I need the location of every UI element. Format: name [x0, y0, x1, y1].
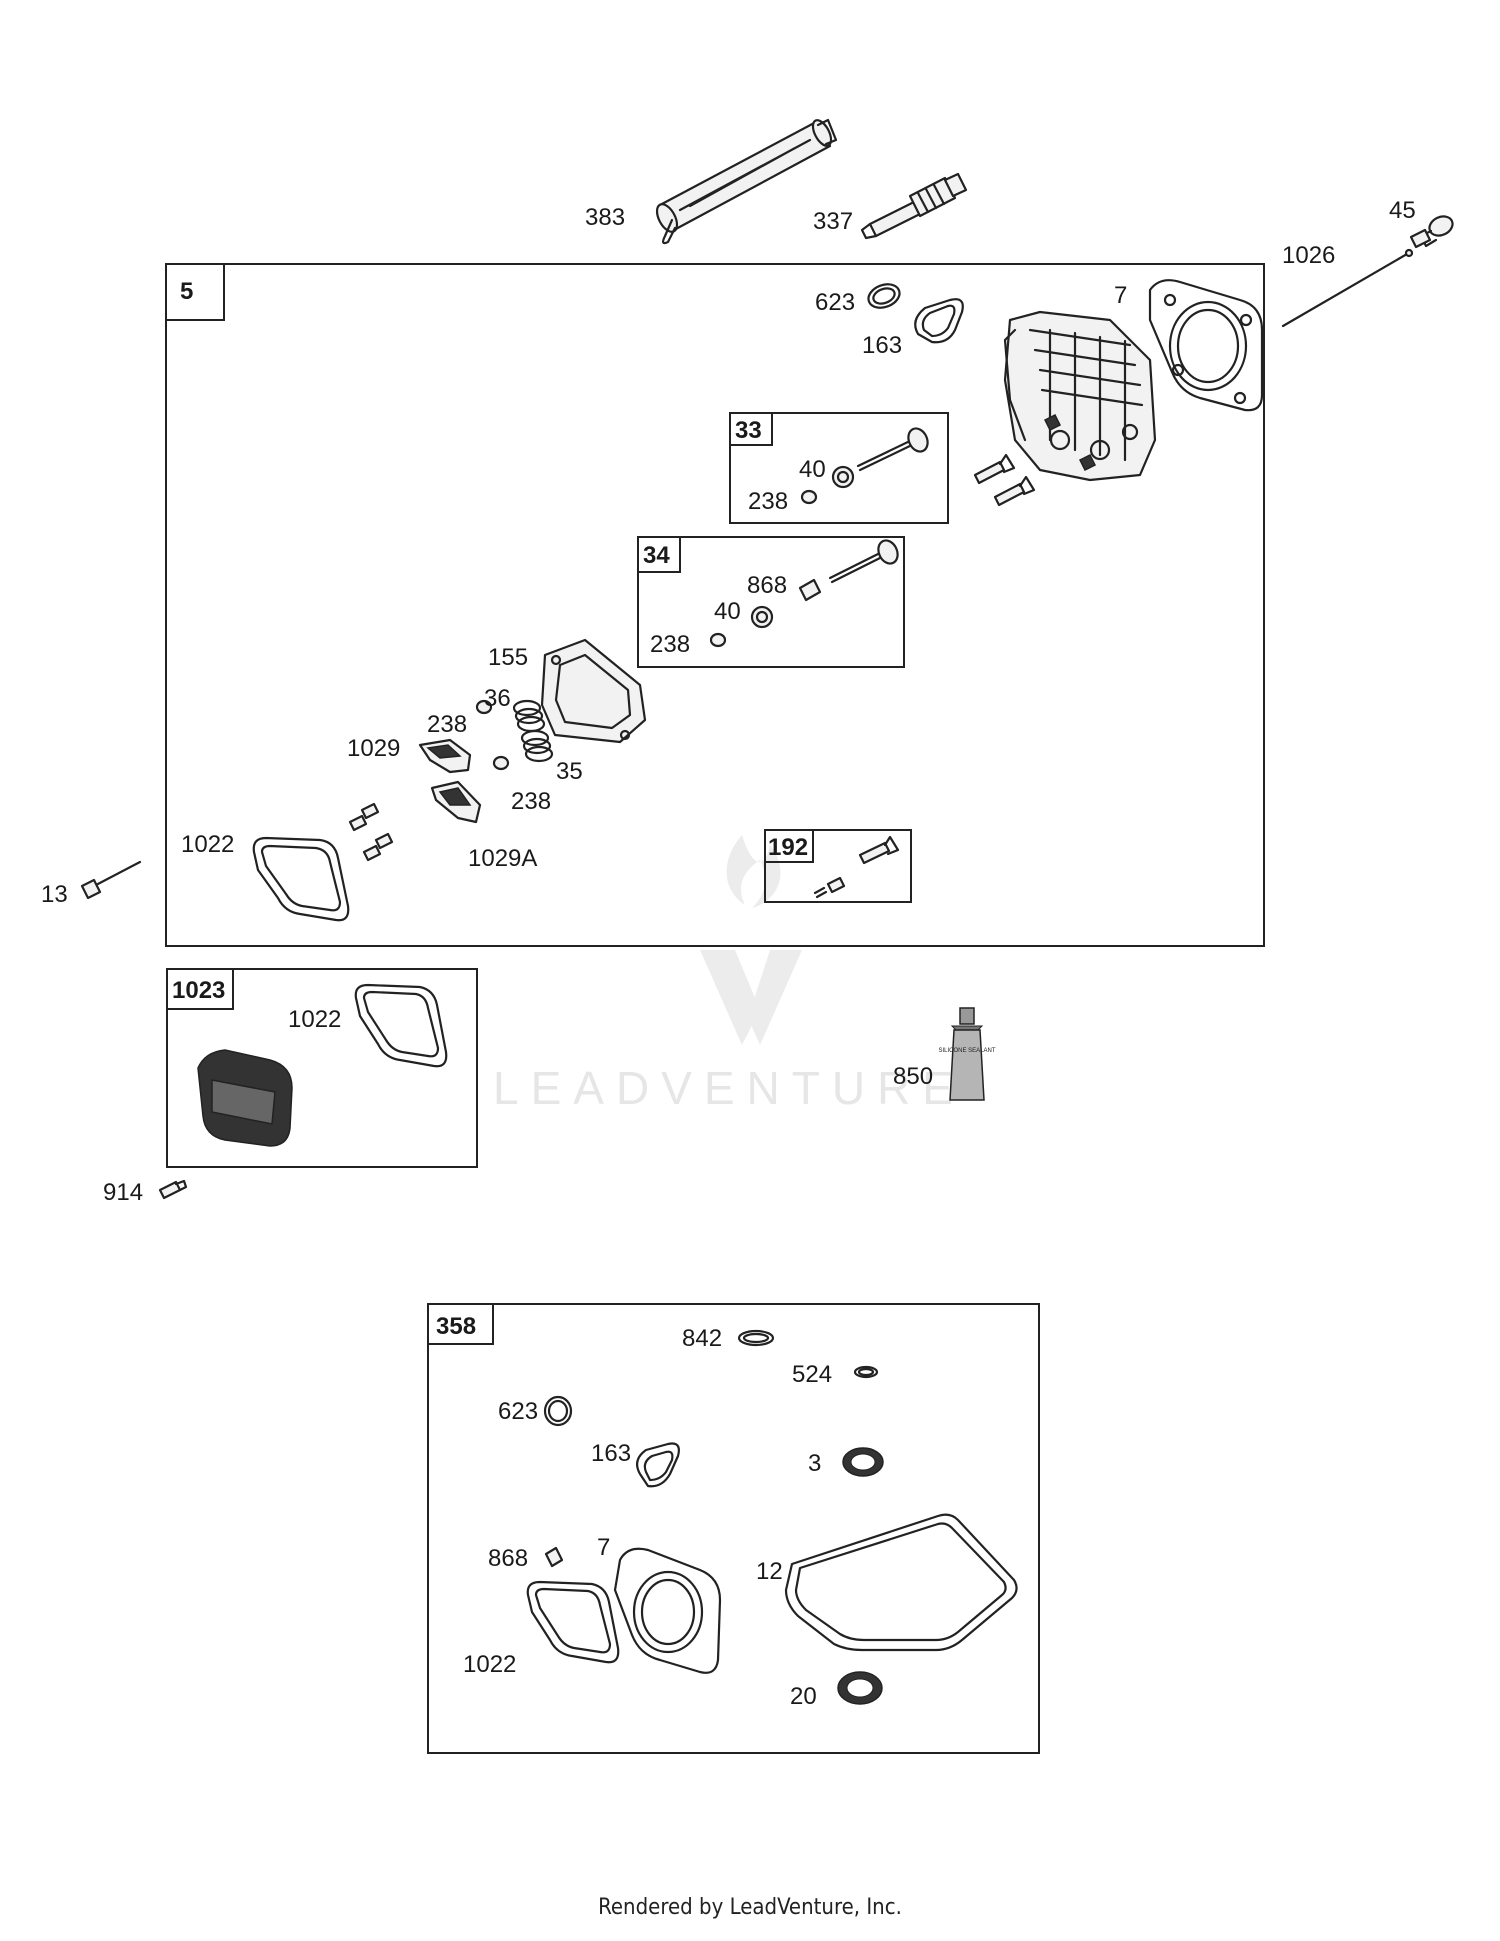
- flame-logo-icon: [700, 835, 802, 1045]
- callout-1029a: 1029A: [468, 845, 537, 872]
- callout-155: 155: [488, 644, 528, 671]
- callout-45: 45: [1389, 197, 1416, 224]
- cover-gasket-drawing: [252, 836, 350, 922]
- spring-35-drawing: [520, 729, 554, 763]
- callout-238d: 238: [511, 788, 551, 815]
- callout-kit-623: 623: [498, 1398, 538, 1425]
- rocker-arm-1029-drawing: [418, 738, 472, 774]
- leadventure-watermark: LEADVENTURE: [493, 835, 965, 1114]
- callout-36: 36: [484, 685, 511, 712]
- kit-20-seal-drawing: [837, 1671, 883, 1705]
- box-1023-label: 1023: [172, 977, 225, 1004]
- stud-192-drawing: [813, 835, 900, 899]
- screws-drawing: [348, 802, 394, 862]
- box-34-label: 34: [643, 542, 670, 569]
- kit-7-gasket-drawing: [613, 1547, 722, 1674]
- o-ring-drawing: [867, 283, 901, 309]
- valve-stem-seal-drawing: [798, 578, 822, 602]
- callout-163: 163: [862, 332, 902, 359]
- callout-kit-7: 7: [597, 1534, 610, 1561]
- intake-valve-drawing: [828, 539, 899, 584]
- callout-kit-3: 3: [808, 1450, 821, 1477]
- cylinder-head-drawing: [1003, 310, 1157, 482]
- callout-kit-524: 524: [792, 1361, 832, 1388]
- box-192-frame: [764, 829, 912, 903]
- box-33-frame: [729, 412, 949, 524]
- callout-40b: 40: [714, 598, 741, 625]
- callout-868: 868: [747, 572, 787, 599]
- kit-868-drawing: [544, 1546, 564, 1568]
- callout-337: 337: [813, 208, 853, 235]
- head-gasket-drawing: [1148, 279, 1264, 412]
- callout-35: 35: [556, 758, 583, 785]
- callout-623: 623: [815, 289, 855, 316]
- kit-12-gasket-drawing: [784, 1513, 1018, 1652]
- retainer-drawing: [800, 489, 818, 505]
- kit-623-drawing: [543, 1395, 573, 1427]
- callout-kit-842: 842: [682, 1325, 722, 1352]
- spring-36-drawing: [512, 699, 546, 733]
- spring-cap-drawing: [475, 699, 510, 771]
- callout-kit-20: 20: [790, 1683, 817, 1710]
- box-33-label: 33: [735, 417, 762, 444]
- cover-screw-drawing: [158, 1179, 188, 1200]
- callout-kit-868: 868: [488, 1545, 528, 1572]
- box-192-label: 192: [768, 834, 808, 861]
- box-1023-frame: [166, 968, 478, 1168]
- box-1023-tab: [166, 968, 234, 1010]
- box-33-tab: [729, 412, 773, 446]
- box-5-tab: [165, 263, 225, 321]
- box-358-frame: [427, 1303, 1040, 1754]
- kit-1022-gasket-drawing: [526, 1580, 620, 1664]
- exhaust-valve-drawing: [856, 427, 929, 472]
- box-34-frame: [637, 536, 905, 668]
- spark-plug-drawing: [860, 172, 968, 240]
- box-192-tab: [764, 829, 814, 863]
- callout-labels: 383 337 45 1026 623 163 7 40 238 868 40 …: [41, 197, 1416, 1710]
- box-34-tab: [637, 536, 681, 573]
- callout-7: 7: [1114, 282, 1127, 309]
- callout-1026: 1026: [1282, 242, 1335, 269]
- box-5-frame: [165, 263, 1265, 947]
- small-gasket-drawing: [914, 298, 964, 344]
- callout-kit-12: 12: [756, 1558, 783, 1585]
- footer-credit: Rendered by LeadVenture, Inc.: [598, 1895, 902, 1920]
- sealant-tube-label: SILICONE SEALANT: [938, 1048, 995, 1054]
- callout-914: 914: [103, 1179, 143, 1206]
- valve-cover-plate-drawing: [540, 638, 647, 744]
- callout-1022: 1022: [181, 831, 234, 858]
- valve-cover-drawing: [197, 1049, 293, 1147]
- box-358-tab: [427, 1303, 494, 1345]
- rocker-arm-1029a-drawing: [430, 780, 482, 824]
- callout-13: 13: [41, 881, 68, 908]
- pin-drawing: [1409, 215, 1454, 249]
- sealant-tube-drawing: SILICONE SEALANT: [938, 1007, 996, 1101]
- kit-842-drawing: [737, 1329, 775, 1347]
- callout-40a: 40: [799, 456, 826, 483]
- cover-gasket-1023-drawing: [354, 983, 448, 1068]
- callout-238b: 238: [650, 631, 690, 658]
- valve-seal-2-drawing: [750, 605, 774, 629]
- head-studs-drawing: [973, 453, 1036, 507]
- callout-238a: 238: [748, 488, 788, 515]
- valve-seal-drawing: [831, 465, 855, 489]
- dipstick-rod-drawing: [1281, 248, 1414, 328]
- callout-383: 383: [585, 204, 625, 231]
- retainer-2-drawing: [709, 632, 727, 648]
- kit-524-drawing: [853, 1365, 879, 1379]
- spark-plug-wrench-drawing: [655, 118, 838, 245]
- kit-163-drawing: [635, 1442, 680, 1488]
- callout-850: 850: [893, 1063, 933, 1090]
- callout-kit-1022: 1022: [463, 1651, 516, 1678]
- box-5-label: 5: [180, 278, 193, 305]
- callout-1029: 1029: [347, 735, 400, 762]
- box-358-label: 358: [436, 1313, 476, 1340]
- watermark-text: LEADVENTURE: [493, 1062, 965, 1114]
- bolt-drawing: [80, 860, 142, 900]
- callout-kit-163: 163: [591, 1440, 631, 1467]
- callout-238c: 238: [427, 711, 467, 738]
- kit-3-seal-drawing: [842, 1447, 884, 1477]
- callout-1022b: 1022: [288, 1006, 341, 1033]
